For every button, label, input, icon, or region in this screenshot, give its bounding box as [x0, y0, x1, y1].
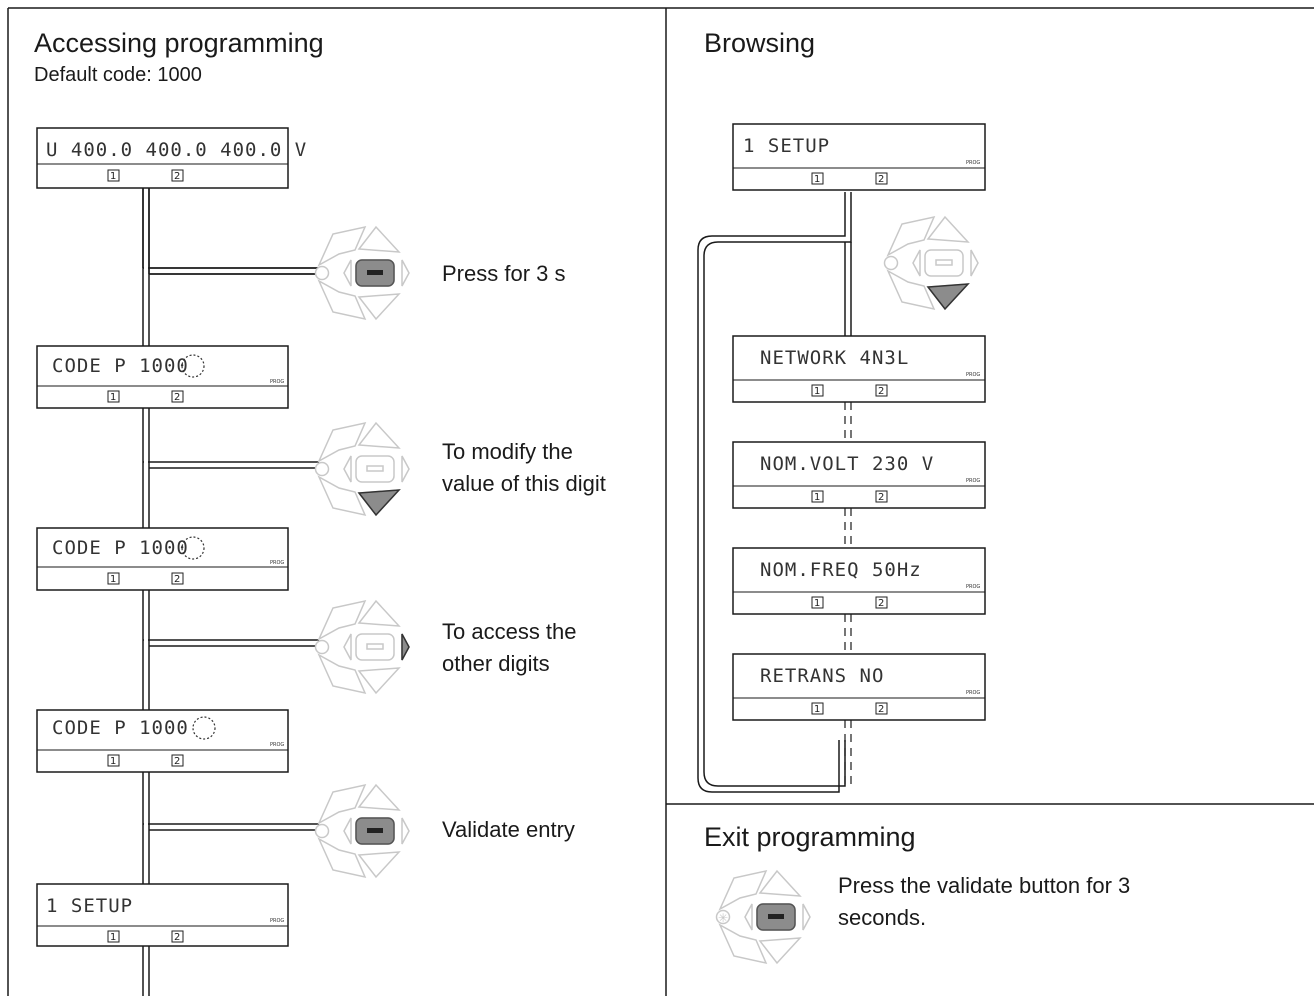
index-mark: 2: [174, 932, 180, 943]
keypad-right-icon: [314, 600, 410, 694]
right-display-5: RETRANS NO PROG 1 2: [732, 653, 986, 721]
index-mark: 1: [814, 598, 820, 609]
prog-indicator: PROG: [270, 560, 284, 566]
exit-caption-line2: seconds.: [838, 905, 927, 930]
blinking-digit-marker: [181, 536, 205, 560]
section-title-accessing: Accessing programming: [34, 28, 324, 58]
prog-indicator: PROG: [270, 918, 284, 924]
right-display-4: NOM.FREQ 50Hz PROG 1 2: [732, 547, 986, 615]
step-caption-line2: value of this digit: [442, 471, 606, 496]
right-display-1: 1 SETUP PROG 1 2: [732, 123, 986, 191]
left-display-1: U 400.0 400.0 400.0 V 1 2: [36, 127, 307, 189]
display-text: CODE P 1000: [52, 537, 189, 559]
left-flow-line: [142, 188, 150, 996]
step-caption: Validate entry: [442, 817, 575, 842]
keypad-down-icon: [314, 422, 410, 517]
step-caption-line2: other digits: [442, 651, 550, 676]
index-mark: 2: [878, 598, 884, 609]
right-display-2: NETWORK 4N3L PROG 1 2: [732, 335, 986, 403]
step-caption: To access the: [442, 619, 577, 644]
keypad-validate-icon: [314, 226, 410, 320]
backlight-icon: ✳: [718, 911, 728, 925]
blinking-digit-marker: [192, 716, 216, 740]
prog-indicator: PROG: [966, 372, 980, 378]
display-text: NOM.FREQ 50Hz: [760, 559, 922, 581]
prog-indicator: PROG: [966, 160, 980, 166]
display-text: RETRANS NO: [760, 665, 884, 687]
index-mark: 1: [814, 174, 820, 185]
display-text: 1 SETUP: [46, 895, 133, 917]
default-code-note: Default code: 1000: [34, 64, 202, 86]
index-mark: 2: [174, 574, 180, 585]
left-display-5: 1 SETUP PROG 1 2: [36, 883, 289, 947]
section-title-exit: Exit programming: [704, 822, 916, 852]
left-display-3: CODE P 1000 PROG 1 2: [36, 527, 289, 591]
blinking-digit-marker: [181, 354, 205, 378]
branch-lines: [143, 267, 319, 831]
prog-indicator: PROG: [966, 690, 980, 696]
keypad-validate-icon: ✳: [715, 870, 811, 964]
prog-indicator: PROG: [270, 742, 284, 748]
index-mark: 2: [878, 386, 884, 397]
index-mark: 1: [110, 171, 116, 182]
index-mark: 1: [814, 492, 820, 503]
display-text: 1 SETUP: [743, 135, 830, 157]
prog-indicator: PROG: [966, 478, 980, 484]
index-mark: 2: [878, 704, 884, 715]
index-mark: 1: [110, 932, 116, 943]
step-caption: To modify the: [442, 439, 573, 464]
index-mark: 1: [814, 386, 820, 397]
section-title-browsing: Browsing: [704, 28, 816, 58]
index-mark: 2: [878, 492, 884, 503]
index-mark: 1: [814, 704, 820, 715]
left-display-4: CODE P 1000 PROG 1 2: [36, 709, 289, 773]
display-text: NOM.VOLT 230 V: [760, 453, 934, 475]
branch-joins: [142, 188, 319, 275]
display-text: U 400.0 400.0 400.0 V: [46, 139, 307, 161]
index-mark: 1: [110, 574, 116, 585]
step-caption: Press for 3 s: [442, 261, 566, 286]
prog-indicator: PROG: [966, 584, 980, 590]
left-display-2: CODE P 1000 PROG 1 2: [36, 345, 289, 409]
keypad-validate-icon: [314, 784, 410, 878]
keypad-down-icon: [883, 216, 979, 311]
right-display-3: NOM.VOLT 230 V PROG 1 2: [732, 441, 986, 509]
index-mark: 2: [174, 171, 180, 182]
display-text: CODE P 1000: [52, 355, 189, 377]
prog-indicator: PROG: [270, 379, 284, 385]
index-mark: 2: [878, 174, 884, 185]
browse-dashed-links: [844, 402, 852, 786]
exit-caption: Press the validate button for 3: [838, 873, 1131, 898]
index-mark: 1: [110, 756, 116, 767]
panel-frame: [7, 7, 1314, 996]
browse-loop-line: [697, 192, 852, 793]
index-mark: 1: [110, 392, 116, 403]
display-text: CODE P 1000: [52, 717, 189, 739]
index-mark: 2: [174, 392, 180, 403]
index-mark: 2: [174, 756, 180, 767]
display-text: NETWORK 4N3L: [760, 347, 909, 369]
